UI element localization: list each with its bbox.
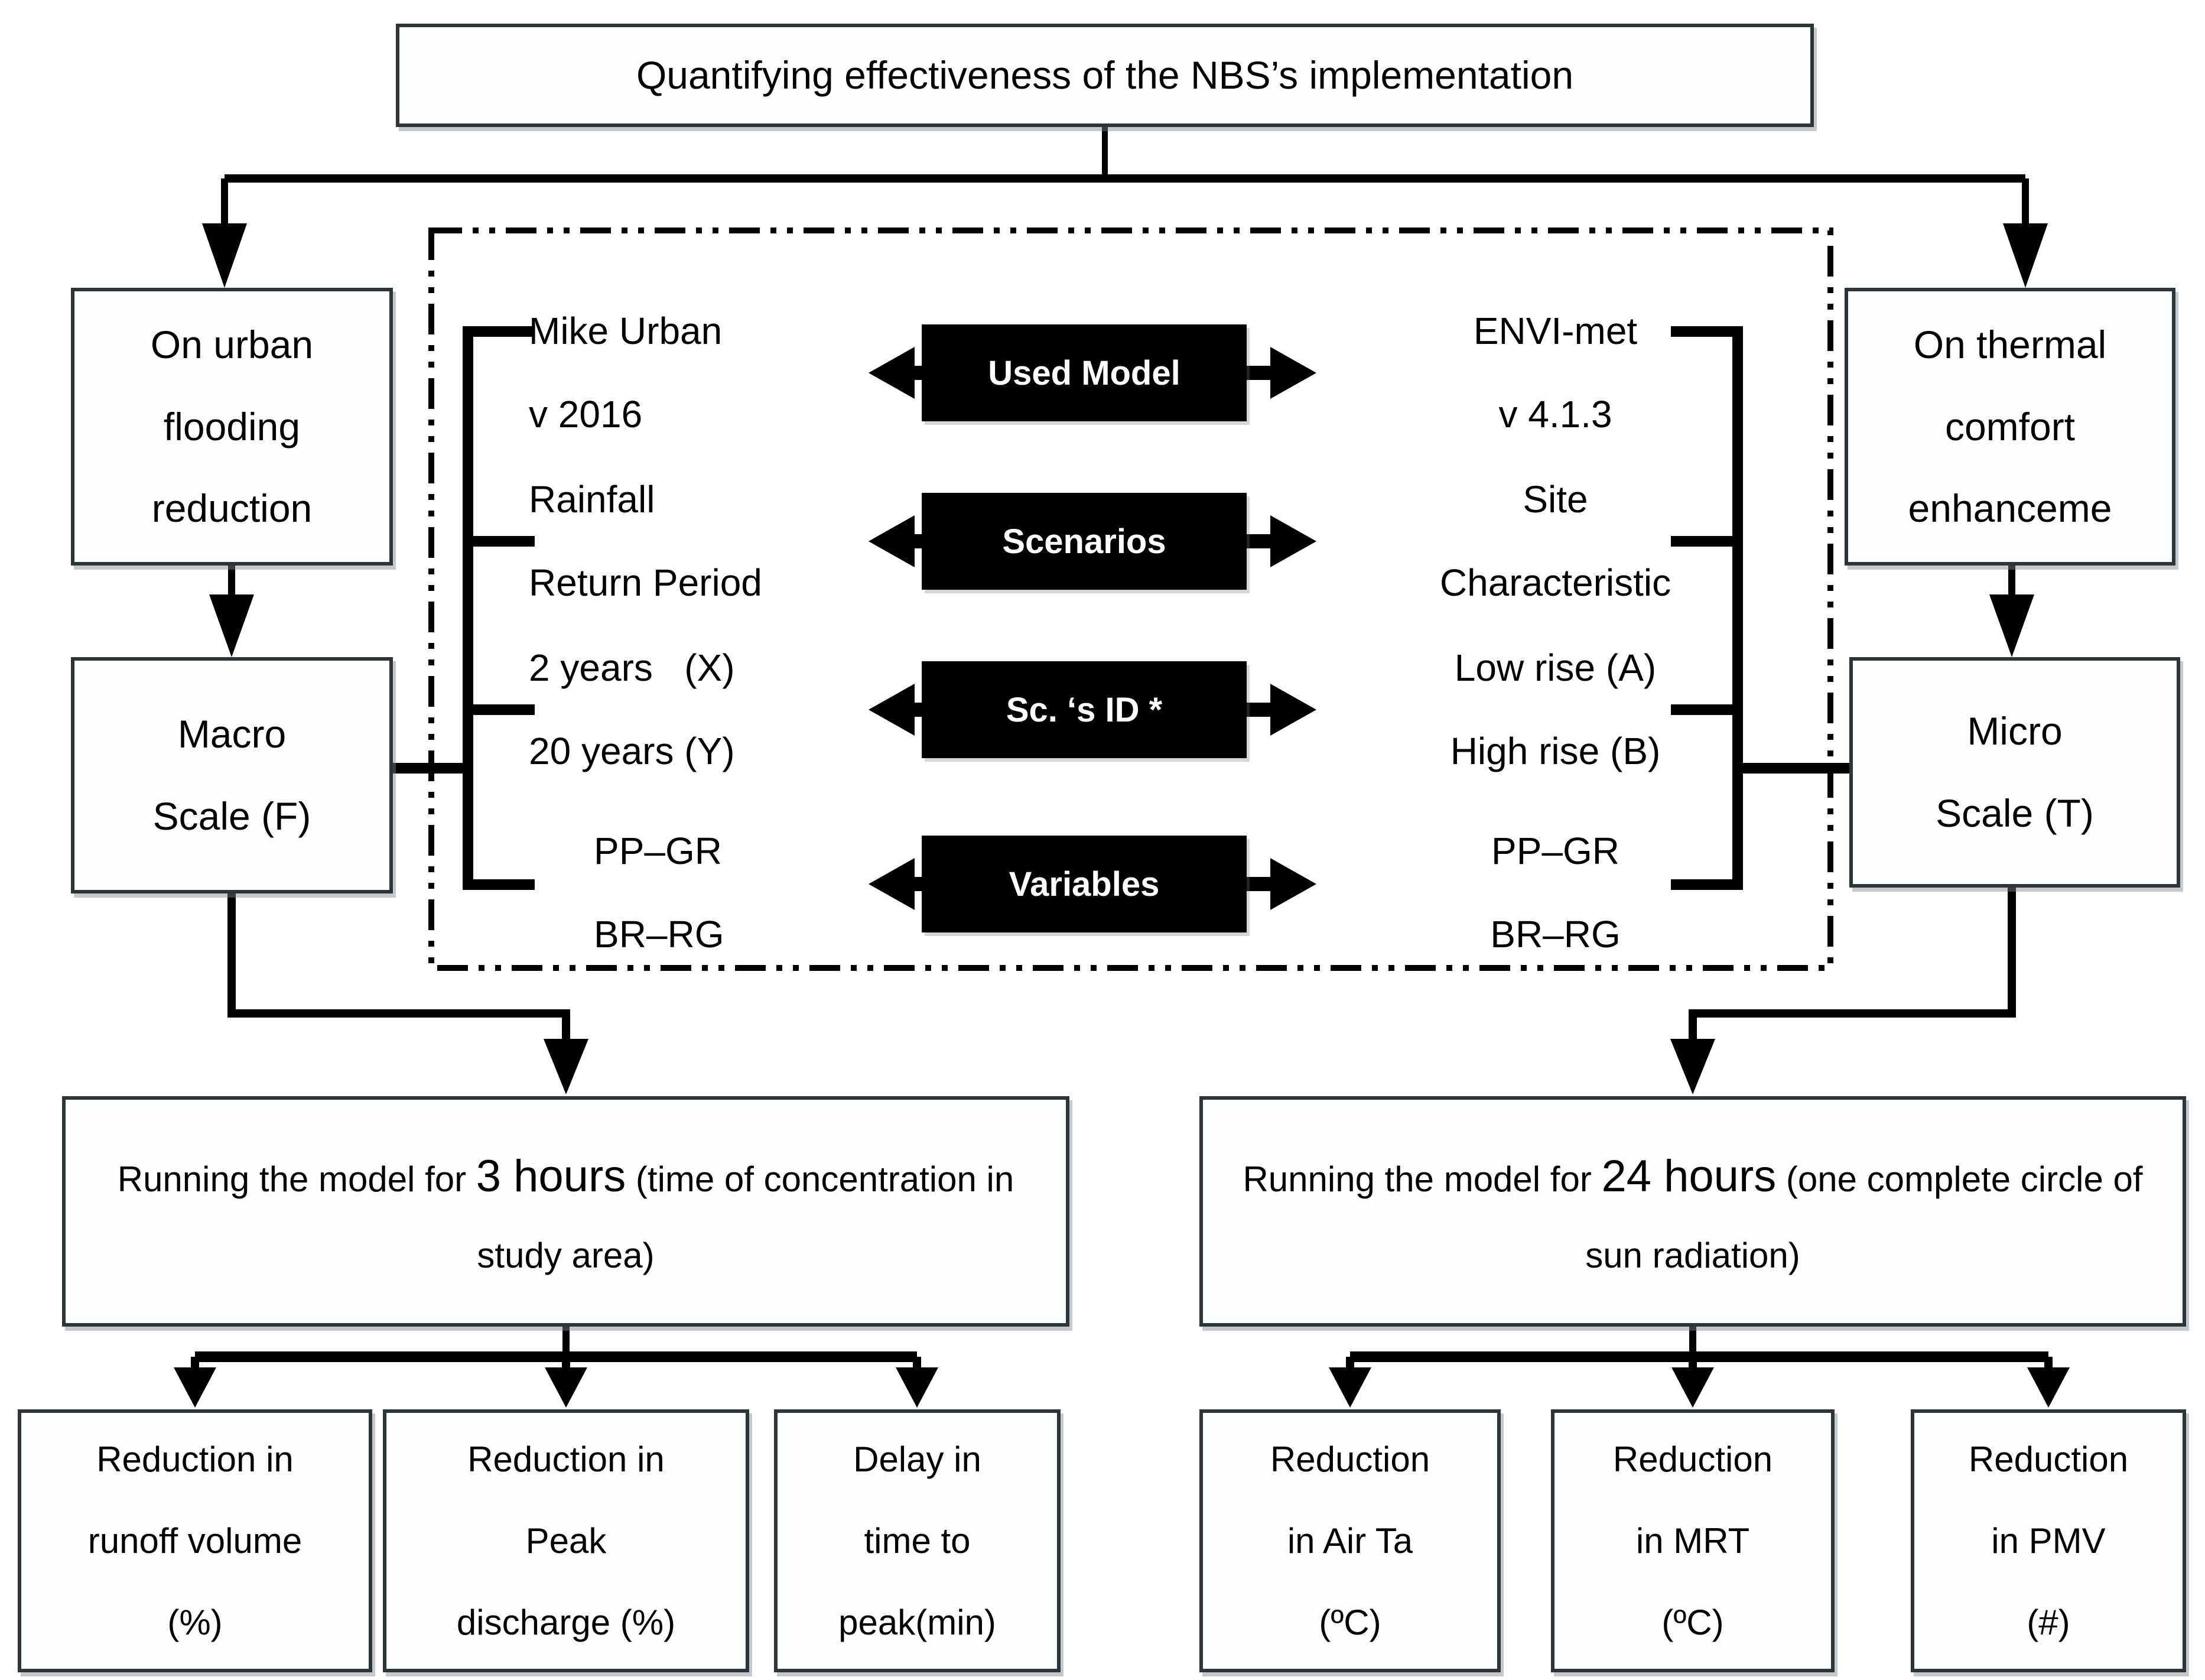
running-flood-prefix: Running the model for bbox=[117, 1159, 476, 1200]
matrix-row1-right-value: ENVI-met v 4.1.3 bbox=[1473, 310, 1638, 436]
macro-scale-box: Macro Scale (F) bbox=[71, 657, 393, 893]
matrix-row4-right-value: PP–GR BR–RG bbox=[1490, 830, 1621, 956]
page-title: Quantifying effectiveness of the NBS’s i… bbox=[636, 53, 1574, 98]
running-thermal-suffix: (one complete circle of sun radiation) bbox=[1585, 1159, 2143, 1275]
outcome-time-to-peak-label: Delay in time to peak(min) bbox=[838, 1439, 996, 1642]
matrix-row4-category: Variables bbox=[922, 836, 1247, 932]
title-split-connector bbox=[202, 127, 2048, 288]
matrix-row4-left-value: PP–GR BR–RG bbox=[594, 830, 724, 956]
flood-outcome-split bbox=[174, 1327, 938, 1408]
outcome-air-ta-box: Reduction in Air Ta (ºC) bbox=[1199, 1409, 1501, 1672]
matrix-row3-right-value: Low rise (A) High rise (B) bbox=[1450, 646, 1661, 772]
variables-label: Variables bbox=[1009, 865, 1160, 904]
running-model-thermal-text: Running the model for 24 hours (one comp… bbox=[1203, 1133, 2183, 1289]
outcome-pmv-box: Reduction in PMV (#) bbox=[1911, 1409, 2186, 1672]
outcome-peak-discharge-label: Reduction in Peak discharge (%) bbox=[456, 1439, 676, 1642]
running-thermal-prefix: Running the model for bbox=[1243, 1159, 1602, 1200]
outcome-runoff-volume-label: Reduction in runoff volume (%) bbox=[87, 1439, 303, 1642]
outcome-time-to-peak-box: Delay in time to peak(min) bbox=[774, 1409, 1061, 1672]
urban-flooding-label: On urban flooding reduction bbox=[150, 323, 314, 531]
matrix-row2-category: Scenarios bbox=[922, 493, 1247, 590]
left-bracket bbox=[391, 326, 535, 890]
used-model-label: Used Model bbox=[988, 353, 1180, 392]
matrix-row3-left-value: 2 years (X) 20 years (Y) bbox=[529, 646, 735, 772]
scenarios-label: Scenarios bbox=[1002, 522, 1166, 561]
focus-to-scale-arrows bbox=[209, 564, 2034, 657]
matrix-row2-right-value: Site Characteristic bbox=[1439, 478, 1671, 604]
outcome-peak-discharge-box: Reduction in Peak discharge (%) bbox=[383, 1409, 749, 1672]
matrix-row1-left-value: Mike Urban v 2016 bbox=[529, 310, 723, 436]
running-model-flood-box: Running the model for 3 hours (time of c… bbox=[62, 1096, 1069, 1327]
running-flood-duration: 3 hours bbox=[476, 1151, 626, 1202]
right-bracket bbox=[1671, 326, 1852, 890]
running-flood-suffix: (time of concentration in study area) bbox=[477, 1159, 1014, 1275]
running-model-flood-text: Running the model for 3 hours (time of c… bbox=[66, 1133, 1066, 1289]
outcome-runoff-volume-box: Reduction in runoff volume (%) bbox=[18, 1409, 372, 1672]
thermal-outcome-split bbox=[1329, 1327, 2070, 1408]
thermal-comfort-box: On thermal comfort enhanceme bbox=[1845, 288, 2175, 566]
running-thermal-duration: 24 hours bbox=[1601, 1151, 1777, 1202]
dashed-frame bbox=[428, 228, 1833, 971]
outcome-air-ta-label: Reduction in Air Ta (ºC) bbox=[1270, 1439, 1430, 1642]
title-box: Quantifying effectiveness of the NBS’s i… bbox=[396, 24, 1814, 127]
outcome-mrt-box: Reduction in MRT (ºC) bbox=[1551, 1409, 1835, 1672]
outcome-pmv-label: Reduction in PMV (#) bbox=[1968, 1439, 2129, 1642]
micro-scale-box: Micro Scale (T) bbox=[1849, 657, 2180, 888]
matrix-row3-category: Sc. ‘s ID * bbox=[922, 661, 1247, 758]
category-arrows bbox=[869, 347, 1316, 910]
micro-scale-label: Micro Scale (T) bbox=[1936, 709, 2094, 835]
matrix-row1-category: Used Model bbox=[922, 324, 1247, 421]
macro-scale-label: Macro Scale (F) bbox=[152, 712, 311, 838]
running-model-thermal-box: Running the model for 24 hours (one comp… bbox=[1199, 1096, 2186, 1327]
thermal-comfort-label: On thermal comfort enhanceme bbox=[1908, 323, 2112, 531]
matrix-row2-left-value: Rainfall Return Period bbox=[529, 478, 762, 604]
outcome-mrt-label: Reduction in MRT (ºC) bbox=[1612, 1439, 1773, 1642]
urban-flooding-box: On urban flooding reduction bbox=[71, 288, 393, 566]
scale-to-running-connectors bbox=[227, 888, 2016, 1094]
scenario-id-label: Sc. ‘s ID * bbox=[1006, 690, 1163, 729]
